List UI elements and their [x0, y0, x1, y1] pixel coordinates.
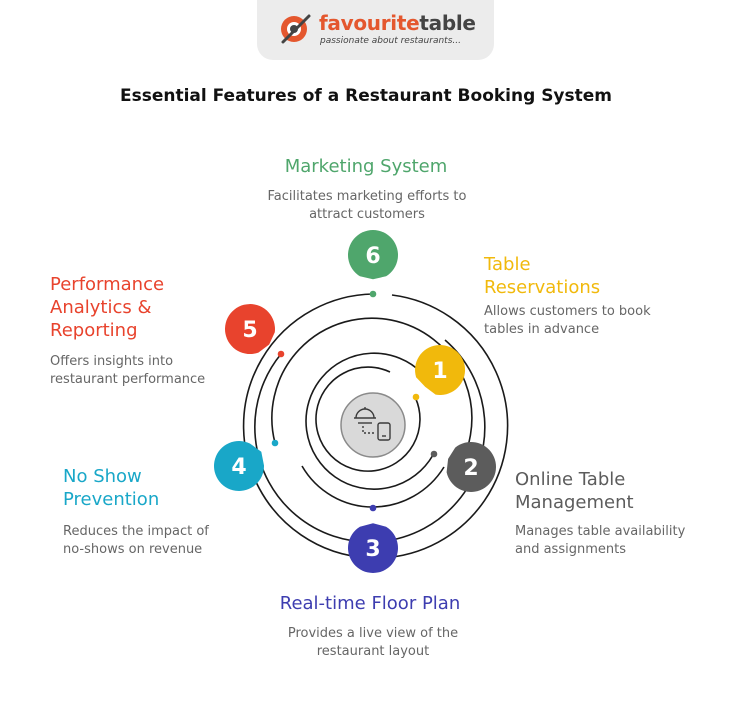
logo-brand-part1: favourite [319, 11, 420, 35]
feature-1-number: 1 [432, 359, 447, 384]
feature-2-title: Online Table Management [515, 469, 634, 513]
feature-6-number: 6 [365, 244, 380, 269]
ring-2 [305, 352, 434, 490]
feature-6-anchor-dot [369, 290, 377, 298]
page-title: Essential Features of a Restaurant Booki… [119, 86, 613, 106]
ring-1 [315, 366, 421, 472]
feature-4-number: 4 [231, 455, 246, 480]
logo-tagline: passionate about restaurants... [320, 36, 461, 46]
feature-2-number: 2 [463, 456, 478, 481]
logo-brand: favouritetable [319, 11, 476, 35]
feature-5-marker: 5 [224, 304, 285, 358]
feature-3-pin [347, 523, 398, 573]
feature-6-pin [348, 230, 399, 280]
feature-4-anchor-dot [271, 439, 279, 447]
center-circle [340, 392, 406, 458]
feature-6-description: Facilitates marketing efforts to attract… [267, 189, 467, 222]
feature-4-marker: 4 [214, 439, 279, 492]
ring-3 [301, 465, 374, 508]
feature-1-description: Allows customers to book tables in advan… [484, 304, 651, 337]
feature-5-anchor-dot [277, 350, 285, 358]
reservation-icon [354, 407, 391, 441]
feature-6-marker: 6 [348, 230, 399, 298]
ring-4 [372, 466, 445, 508]
feature-3-title: Real-time Floor Plan [279, 593, 461, 614]
feature-3-number: 3 [365, 537, 380, 562]
feature-4-pin [214, 441, 265, 492]
logo-header: favouritetable passionate about restaura… [257, 0, 494, 60]
feature-2-pin [446, 441, 497, 492]
feature-1-marker: 1 [412, 344, 466, 401]
feature-6-title: Marketing System [284, 156, 448, 177]
logo-icon [281, 14, 311, 44]
feature-3-anchor-dot [369, 504, 377, 512]
feature-5-description: Offers insights into restaurant performa… [50, 354, 206, 387]
feature-3-description: Provides a live view of the restaurant l… [287, 626, 459, 659]
logo-brand-part2: table [419, 11, 476, 35]
feature-2-anchor-dot [430, 450, 438, 458]
feature-1-title: Table Reservations [484, 254, 601, 298]
ring-5 [271, 317, 473, 479]
feature-1-anchor-dot [412, 393, 420, 401]
feature-2-description: Manages table availability and assignmen… [515, 524, 686, 557]
feature-5-number: 5 [242, 318, 257, 343]
feature-5-title: Performance Analytics & Reporting [50, 274, 165, 341]
feature-4-description: Reduces the impact of no-shows on revenu… [63, 524, 209, 557]
feature-2-marker: 2 [430, 441, 497, 492]
feature-1-pin [415, 344, 466, 395]
feature-5-pin [224, 304, 275, 355]
feature-3-marker: 3 [347, 504, 398, 573]
feature-4-title: No Show Prevention [63, 466, 160, 510]
